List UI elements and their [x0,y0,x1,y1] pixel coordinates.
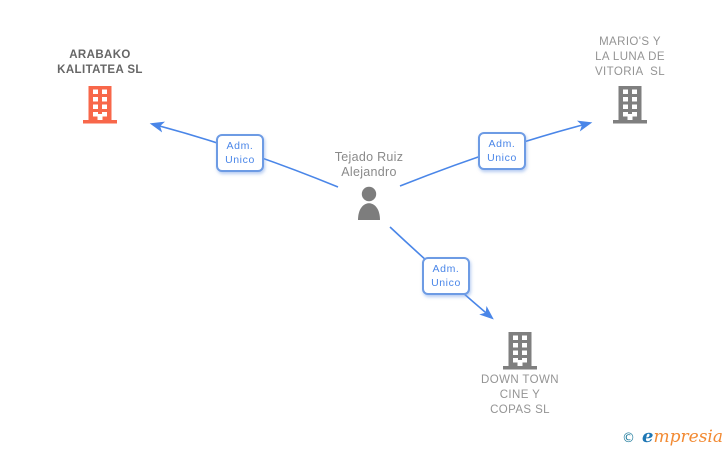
brand-initial: e [642,426,654,447]
edge-label-adm-unico-downtown: Adm. Unico [422,257,470,295]
company-name-marios[interactable]: MARIO'S Y LA LUNA DE VITORIA SL [594,36,666,78]
person-icon[interactable] [289,186,449,220]
company-node-marios[interactable]: MARIO'S Y LA LUNA DE VITORIA SL [550,35,710,124]
person-node-tejado-ruiz[interactable]: Tejado Ruiz Alejandro [289,150,449,220]
company-node-arabako[interactable]: ARABAKO KALITATEA SL [20,48,180,124]
building-icon-orange[interactable] [20,86,180,124]
copyright-icon: © [622,431,636,446]
edge-label-text: Adm. Unico [225,140,255,166]
edge-label-text: Adm. Unico [431,263,461,289]
brand-name: mpresia [653,427,724,447]
company-name-arabako[interactable]: ARABAKO KALITATEA SL [57,49,143,76]
edge-label-adm-unico-arabako: Adm. Unico [216,134,264,172]
building-icon-gray[interactable] [440,332,600,370]
empresia-logo: © e mpresia [622,426,723,447]
building-icon-gray[interactable] [550,86,710,124]
person-name[interactable]: Tejado Ruiz Alejandro [334,150,404,179]
edge-label-adm-unico-marios: Adm. Unico [478,132,526,170]
company-node-downtown[interactable]: DOWN TOWN CINE Y COPAS SL [440,332,600,418]
edge-label-text: Adm. Unico [487,138,517,164]
company-name-downtown[interactable]: DOWN TOWN CINE Y COPAS SL [481,374,559,416]
